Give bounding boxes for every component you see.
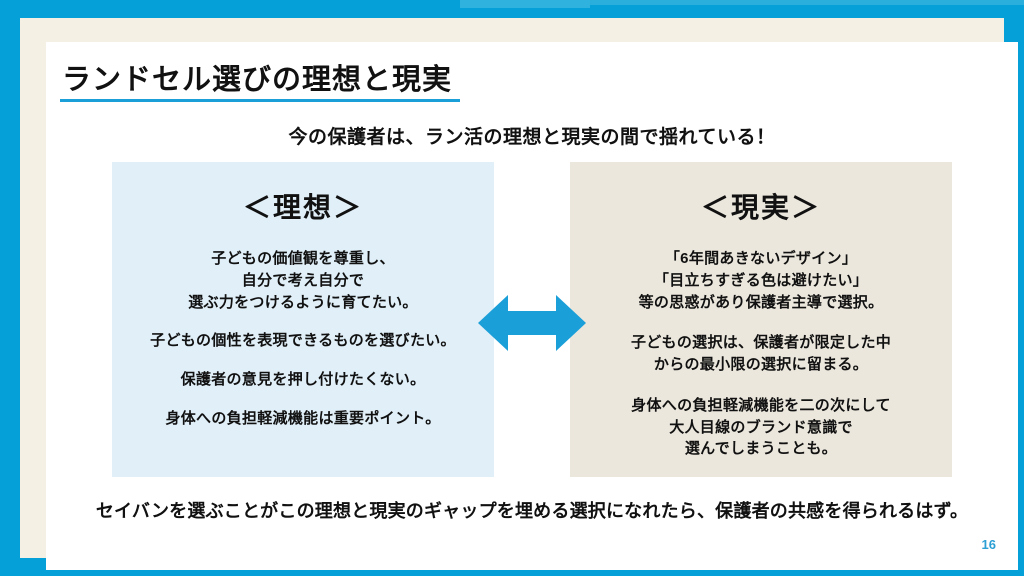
panel-reality-body: 「6年間あきないデザイン」 「目立ちすぎる色は避けたい」 等の思惑があり保護者主… xyxy=(570,248,952,460)
panel-reality-paragraph-2: 子どもの選択は、保護者が限定した中 からの最小限の選択に留まる。 xyxy=(630,334,892,373)
panel-reality-heading: ＜現実＞ xyxy=(700,192,821,223)
panel-reality-paragraph-3: 身体への負担軽減機能を二の次にして 大人目線のブランド意識で 選んでしまうことも… xyxy=(631,396,891,458)
top-decorative-strip-secondary xyxy=(590,0,1024,5)
panel-reality-paragraph-1: 「6年間あきないデザイン」 「目立ちすぎる色は避けたい」 等の思惑があり保護者主… xyxy=(638,250,884,311)
panel-reality: ＜現実＞ 「6年間あきないデザイン」 「目立ちすぎる色は避けたい」 等の思惑があ… xyxy=(570,162,952,477)
slide-content-card: ランドセル選びの理想と現実 今の保護者は、ラン活の理想と現実の間で揺れている！ … xyxy=(46,42,1018,570)
panel-ideal-paragraph-4: 身体への負担軽減機能は重要ポイント。 xyxy=(165,409,441,427)
slide-cream-frame: ランドセル選びの理想と現実 今の保護者は、ラン活の理想と現実の間で揺れている！ … xyxy=(20,18,1018,570)
panel-ideal-paragraph-2: 子どもの個性を表現できるものを選びたい。 xyxy=(150,332,456,350)
slide-footnote: セイバンを選ぶことがこの理想と現実のギャップを埋める選択になれたら、保護者の共感… xyxy=(95,501,969,521)
top-decorative-strip xyxy=(460,0,590,8)
panel-ideal-heading: ＜理想＞ xyxy=(242,192,363,223)
panel-ideal: ＜理想＞ 子どもの価値観を尊重し、 自分で考え自分で 選ぶ力をつけるように育てた… xyxy=(112,162,494,477)
title-underline-rule xyxy=(60,99,460,102)
panel-ideal-paragraph-3: 保護者の意見を押し付けたくない。 xyxy=(180,371,426,388)
slide-subtitle: 今の保護者は、ラン活の理想と現実の間で揺れている！ xyxy=(288,127,776,148)
panel-ideal-paragraph-1: 子どもの価値観を尊重し、 自分で考え自分で 選ぶ力をつけるように育てたい。 xyxy=(188,250,418,311)
panel-ideal-body: 子どもの価値観を尊重し、 自分で考え自分で 選ぶ力をつけるように育てたい。 子ど… xyxy=(112,248,494,430)
page-number: 16 xyxy=(981,537,996,552)
double-arrow-icon xyxy=(478,295,586,351)
page-title: ランドセル選びの理想と現実 xyxy=(62,64,453,96)
